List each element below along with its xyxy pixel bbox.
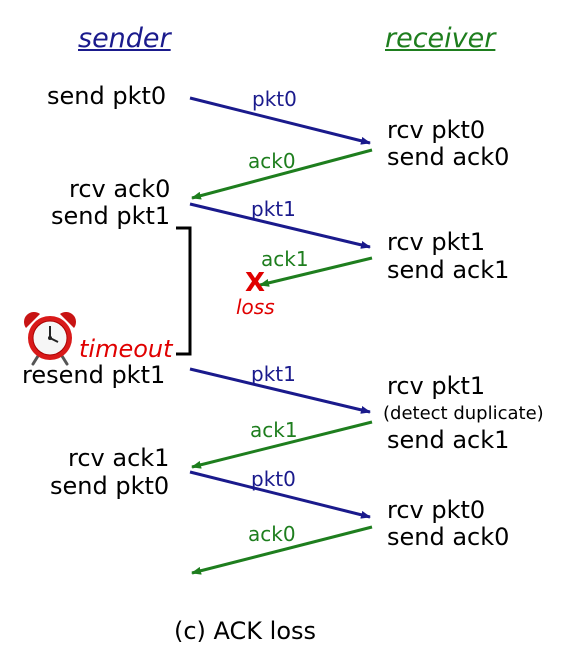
arrow-ack1-second — [191, 420, 373, 469]
receiver-event-send-ack0-2: send ack0 — [387, 523, 510, 551]
sender-event-rcv-ack1: rcv ack1 — [68, 444, 170, 472]
message-label-pkt1: pkt1 — [251, 197, 296, 221]
timeout-bracket — [176, 226, 192, 356]
sender-event-resend-pkt1: resend pkt1 — [22, 361, 166, 389]
receiver-event-rcv-pkt1-dup: rcv pkt1 — [387, 372, 486, 400]
arrow-pkt0-first — [189, 96, 371, 145]
receiver-event-rcv-pkt0-2: rcv pkt0 — [387, 496, 486, 524]
receiver-event-send-ack1: send ack1 — [387, 256, 510, 284]
loss-x-mark: X — [245, 268, 266, 298]
arrow-ack1-lost — [259, 256, 373, 287]
sender-event-send-pkt0-2: send pkt0 — [50, 472, 170, 500]
message-label-ack1-lost: ack1 — [261, 247, 309, 271]
sender-event-rcv-ack0: rcv ack0 — [69, 175, 171, 203]
receiver-event-rcv-pkt1: rcv pkt1 — [387, 228, 486, 256]
receiver-event-send-ack0: send ack0 — [387, 143, 510, 171]
sender-event-send-pkt0: send pkt0 — [47, 82, 167, 110]
sender-event-send-pkt1: send pkt1 — [51, 202, 171, 230]
arrow-ack0-second — [191, 525, 373, 575]
message-label-ack0-2: ack0 — [248, 522, 296, 546]
arrow-pkt0-second — [189, 470, 371, 519]
arrow-pkt1-first — [189, 202, 371, 249]
arrow-pkt1-resend — [189, 367, 371, 414]
receiver-event-send-ack1-2: send ack1 — [387, 426, 510, 454]
timeout-label: timeout — [79, 335, 173, 363]
message-label-ack1: ack1 — [250, 418, 298, 442]
message-label-pkt0-2: pkt0 — [251, 467, 296, 491]
message-label-pkt0: pkt0 — [252, 87, 297, 111]
arrow-ack0-first — [191, 148, 373, 200]
receiver-event-detect-duplicate: (detect duplicate) — [383, 403, 544, 424]
sender-header: sender — [78, 23, 171, 54]
message-label-pkt1-resend: pkt1 — [251, 362, 296, 386]
message-label-ack0: ack0 — [248, 149, 296, 173]
alarm-clock-icon — [23, 312, 76, 366]
loss-label: loss — [236, 295, 275, 319]
receiver-header: receiver — [385, 23, 496, 54]
diagram-caption: (c) ACK loss — [174, 617, 317, 645]
receiver-event-rcv-pkt0: rcv pkt0 — [387, 116, 486, 144]
